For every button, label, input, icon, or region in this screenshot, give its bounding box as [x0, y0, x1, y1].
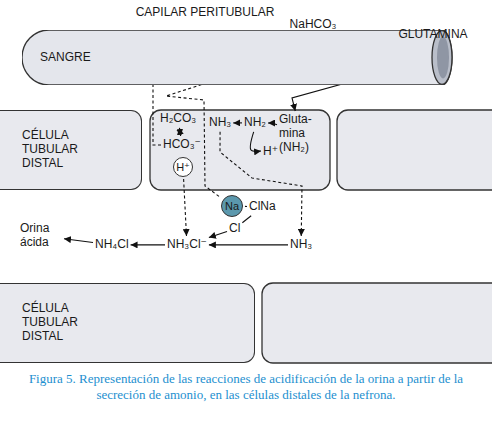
reaction-arrow — [268, 123, 277, 125]
reaction-arrow — [250, 132, 261, 151]
ion-label: Cl — [229, 222, 240, 236]
tubular-cell: CÉLULA TUBULAR DISTAL — [0, 283, 255, 363]
node-label: ClNa — [249, 200, 276, 214]
node-label: NH₃ — [209, 116, 231, 130]
node-label: SANGRE — [40, 51, 473, 65]
node-label: NH₂ — [244, 116, 266, 130]
figure-caption: Figura 5. Representación de las reaccion… — [11, 371, 481, 402]
tubular-cell — [262, 283, 492, 363]
compound-label: NH₃ — [209, 116, 231, 130]
node-label: CÉLULA TUBULAR DISTAL — [22, 302, 102, 343]
node-label: NH₃Cl⁻ — [167, 238, 207, 252]
reaction-arrow — [245, 206, 247, 207]
node-label: NH₄Cl — [95, 238, 129, 252]
capillary-tube: CAPILAR PERITUBULARSANGRENaHCO₃GLUTAMINA — [22, 30, 455, 85]
urine-label: Orina ácida — [20, 222, 62, 250]
compound-label: Gluta- mina (NH₂) — [279, 113, 323, 154]
node-label: Cl — [229, 222, 240, 236]
compound-label: ClNa — [249, 200, 276, 214]
node-label: H⁺ — [263, 145, 278, 159]
ion-label: H⁺ — [263, 145, 278, 159]
reaction-arrow — [179, 128, 180, 136]
compound-label: HCO₃⁻ — [163, 138, 201, 152]
node-label: NH₃ — [290, 238, 312, 252]
node-label: Gluta- mina (NH₂) — [279, 113, 323, 154]
node-label: Orina ácida — [20, 222, 62, 250]
compound-label: NH₄Cl — [95, 238, 129, 252]
node-label: CÉLULA TUBULAR DISTAL — [22, 129, 102, 170]
node-label: H⁺ — [176, 161, 190, 174]
tubular-cell — [150, 110, 330, 190]
compound-label: GLUTAMINA — [250, 52, 492, 66]
node-label: HCO₃⁻ — [163, 138, 201, 152]
reaction-arrow — [233, 122, 242, 123]
ion-circle: Na — [221, 195, 243, 217]
compound-label: NaHCO₃ — [130, 42, 492, 56]
ion-circle: H⁺ — [173, 157, 193, 177]
reaction-arrow — [209, 244, 288, 245]
dashed-transport-arrow — [184, 179, 187, 236]
compound-label: NH₃ — [290, 238, 312, 252]
node-label: GLUTAMINA — [250, 28, 492, 42]
reaction-arrow — [131, 244, 165, 245]
node-label: Na — [225, 200, 239, 213]
reaction-arrow — [64, 239, 93, 243]
compound-label: H₂CO₃ — [160, 112, 196, 126]
compound-label: NH₂ — [244, 116, 266, 130]
tubular-cell — [337, 110, 492, 190]
reaction-arrow — [242, 216, 251, 223]
tubular-cell: CÉLULA TUBULAR DISTAL — [0, 110, 142, 190]
compound-label: NH₃Cl⁻ — [167, 238, 207, 252]
capillary-lumen — [437, 37, 449, 79]
node-label: H₂CO₃ — [160, 112, 196, 126]
reaction-arrow — [209, 231, 227, 237]
